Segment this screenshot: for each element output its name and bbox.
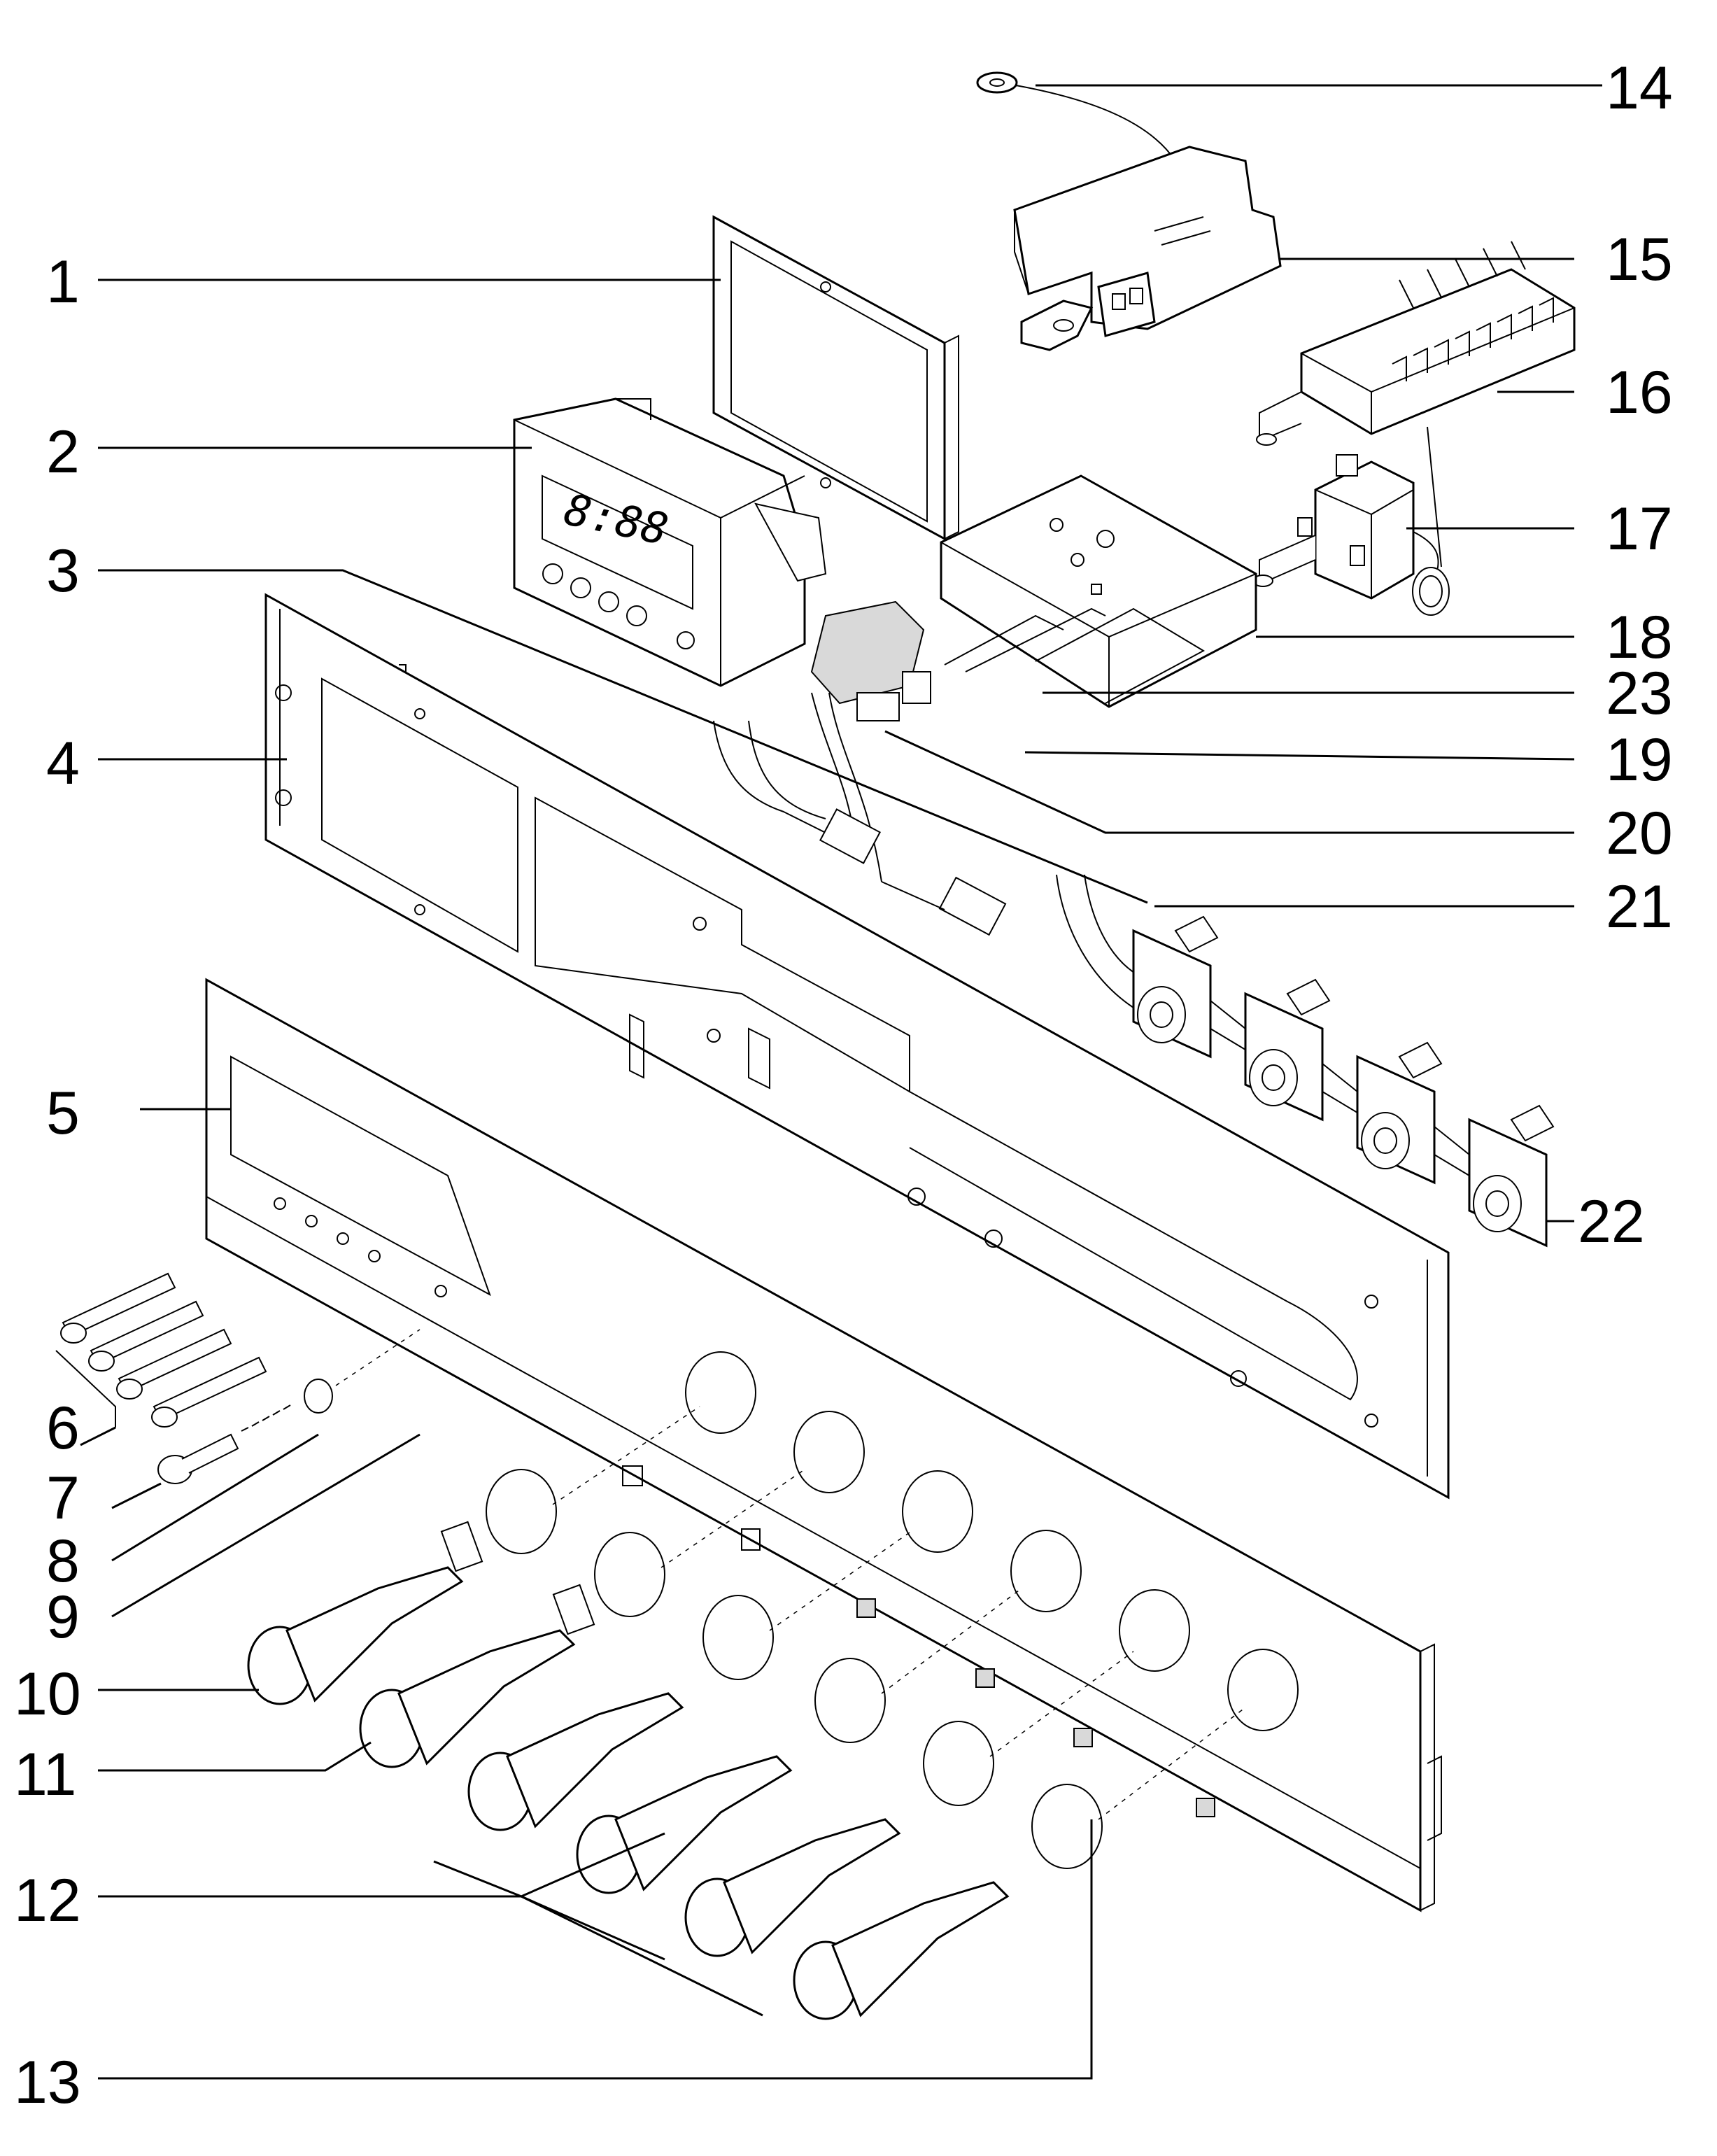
switch-housing — [940, 474, 1257, 708]
push-button-assembly — [157, 1329, 421, 1484]
knob-12a — [467, 1692, 684, 1831]
callout-9: 9 — [46, 1584, 80, 1651]
callout-23: 23 — [1606, 660, 1673, 727]
selector-switch — [1256, 241, 1576, 446]
callout-4: 4 — [46, 730, 80, 797]
leader-lines — [80, 84, 1602, 2080]
control-panel-fascia — [205, 978, 1442, 1912]
callout-18: 18 — [1606, 604, 1673, 671]
wiring-harness — [713, 720, 1148, 1008]
callout-15: 15 — [1606, 226, 1673, 293]
knob-10 — [247, 1521, 483, 1705]
callout-16: 16 — [1606, 359, 1673, 426]
callout-12: 12 — [14, 1867, 81, 1934]
callout-10: 10 — [14, 1661, 81, 1728]
display-frame — [712, 215, 959, 541]
thermostat — [1252, 426, 1450, 616]
knob-11 — [359, 1584, 595, 1768]
callout-14: 14 — [1606, 55, 1673, 122]
callout-19: 19 — [1606, 726, 1673, 794]
callout-2: 2 — [46, 418, 80, 486]
indicator-lamps — [55, 1272, 267, 1428]
knob-12b — [576, 1755, 793, 1894]
timer-module: 8:88 — [513, 397, 827, 687]
energy-regulators — [1132, 915, 1555, 1248]
callout-5: 5 — [46, 1080, 80, 1147]
callout-17: 17 — [1606, 495, 1673, 563]
callout-numbers: 1 2 3 4 5 6 7 8 9 10 11 12 13 14 15 16 1… — [14, 55, 1673, 2116]
mounting-plate — [264, 593, 1450, 1500]
knob-12d — [793, 1881, 1010, 2020]
control-knobs — [247, 1406, 1246, 2020]
ignition-generator — [976, 71, 1282, 351]
callout-8: 8 — [46, 1528, 80, 1595]
callout-13: 13 — [14, 2049, 81, 2116]
callout-7: 7 — [46, 1465, 80, 1532]
callout-20: 20 — [1606, 800, 1673, 867]
knob-12c — [684, 1818, 901, 1957]
neon-indicator — [810, 600, 931, 882]
callout-21: 21 — [1606, 873, 1673, 940]
callout-1: 1 — [46, 248, 80, 316]
callout-6: 6 — [46, 1395, 80, 1462]
callout-22: 22 — [1578, 1188, 1645, 1255]
callout-11: 11 — [14, 1741, 76, 1808]
callout-3: 3 — [46, 537, 80, 605]
